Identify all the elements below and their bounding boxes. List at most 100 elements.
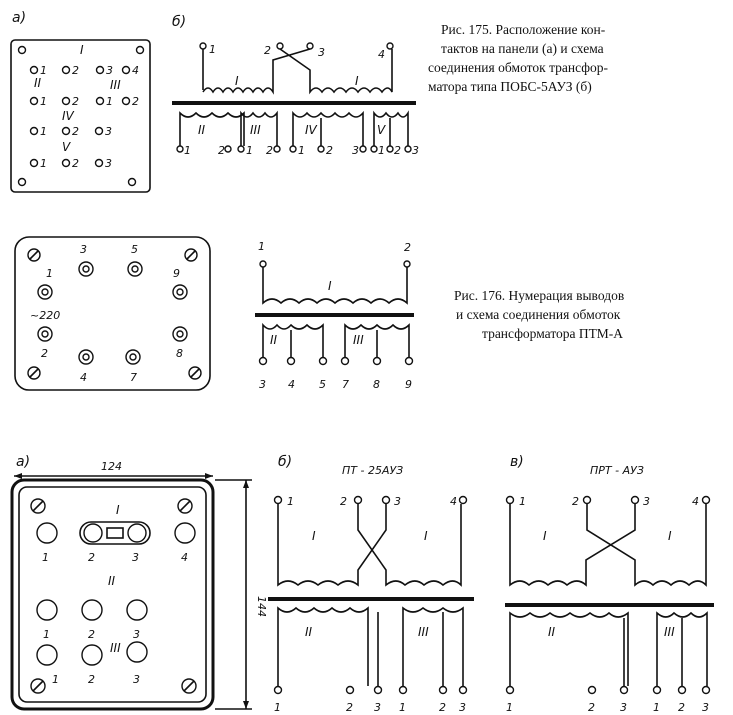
mount-hole — [135, 45, 145, 55]
contact-pin — [36, 644, 58, 666]
winding-label: II — [34, 76, 42, 90]
caption-line: Рис. 175. Расположение кон- — [441, 22, 606, 37]
pin-number: 2 — [72, 95, 79, 108]
terminal — [458, 495, 468, 505]
contact-pin — [121, 96, 131, 106]
terminal-number: 2 — [572, 495, 579, 508]
terminal-number: 5 — [319, 378, 326, 391]
pin-number: 1 — [40, 64, 47, 77]
fig175-schematic: б) 1 2 3 4 I I II III IV V 1 — [172, 14, 419, 157]
corner-screw — [27, 248, 41, 262]
caption-line: соединения обмоток трансфор- — [428, 60, 609, 75]
terminal-number: 4 — [288, 378, 295, 391]
terminal-nut — [127, 261, 143, 277]
voltage-label: ~220 — [30, 309, 60, 322]
contact-pin — [61, 158, 71, 168]
winding-label: I — [235, 74, 239, 88]
contact-pin — [94, 158, 104, 168]
terminal — [403, 260, 411, 268]
secondary-winding-V — [373, 110, 409, 146]
terminal-number: 4 — [692, 495, 699, 508]
terminal — [259, 260, 267, 268]
winding-label: I — [116, 503, 120, 517]
terminal-number: 1 — [378, 144, 385, 157]
fig177-schematic-c: в) ПРТ - АУЗ 1 2 3 4 I I II III 1 2 3 1 … — [505, 454, 714, 714]
pin-number: 1 — [42, 551, 49, 564]
terminal-number: 1 — [653, 701, 660, 714]
terminal — [652, 685, 662, 695]
terminal-number: 2 — [266, 144, 273, 157]
terminal — [458, 685, 468, 695]
fig177-schematic-b: б) ПТ - 25АУЗ 1 2 3 4 I I II III 1 2 3 1… — [268, 454, 474, 714]
terminal — [370, 145, 378, 153]
terminal-number: 1 — [287, 495, 294, 508]
winding-label: I — [80, 43, 84, 57]
secondary-winding-IV — [292, 110, 364, 146]
contact-pin — [29, 96, 39, 106]
terminal-number: 3 — [318, 46, 325, 59]
terminal-nut — [172, 326, 188, 342]
contact-pin — [83, 523, 103, 543]
pin-number: 2 — [72, 125, 79, 138]
pin-number: 3 — [133, 673, 140, 686]
winding-label: I — [424, 529, 428, 543]
terminal-number: 1 — [298, 144, 305, 157]
pin-number: 3 — [105, 157, 112, 170]
terminal-number: 3 — [374, 701, 381, 714]
terminal — [224, 145, 232, 153]
corner-screw — [188, 366, 202, 380]
fig175-label-b: б) — [172, 14, 186, 30]
contact-pin — [94, 126, 104, 136]
schematic-title: ПТ - 25АУЗ — [342, 464, 403, 477]
pin-number: 3 — [105, 125, 112, 138]
winding-label: I — [328, 279, 332, 293]
terminal — [582, 495, 592, 505]
terminal-number: 3 — [259, 378, 266, 391]
pin-number: 1 — [40, 125, 47, 138]
terminal-number: 3 — [459, 701, 466, 714]
fig175-panel: а) I 1 II 2 3 4 III 1 2 1 2 IV 1 — [10, 10, 151, 193]
terminal — [505, 685, 515, 695]
terminal-number: 2 — [340, 495, 347, 508]
terminal-number: 2 — [394, 144, 401, 157]
fig177-label-c: в) — [510, 454, 524, 470]
contact-pin — [61, 96, 71, 106]
terminal-number: 1 — [209, 43, 216, 56]
secondary-winding-III — [344, 323, 410, 357]
terminal — [289, 145, 297, 153]
corner-screw — [30, 678, 46, 694]
terminal — [677, 685, 687, 695]
terminal-number: 9 — [405, 378, 412, 391]
fig177-panel-inner — [18, 486, 207, 703]
terminal — [438, 685, 448, 695]
contact-pin — [36, 522, 58, 544]
terminal-nut — [37, 326, 53, 342]
pin-number: 1 — [46, 267, 53, 280]
primary-winding-I — [262, 267, 408, 305]
terminal-number: 2 — [346, 701, 353, 714]
dimension-height: 144 — [255, 596, 268, 617]
pin-number: 2 — [72, 157, 79, 170]
contact-pin — [29, 126, 39, 136]
terminal-number: 1 — [519, 495, 526, 508]
schematic-title: ПРТ - АУЗ — [590, 464, 644, 477]
winding-label: V — [377, 123, 386, 137]
terminal — [317, 145, 325, 153]
terminal-number: 1 — [184, 144, 191, 157]
terminal-number: 2 — [678, 701, 685, 714]
pin-number: 1 — [40, 95, 47, 108]
secondary-winding-II — [509, 611, 629, 686]
terminal — [372, 356, 382, 366]
caption-line: Рис. 176. Нумерация выводов — [454, 288, 624, 303]
pin-number: 4 — [132, 64, 139, 77]
terminal — [701, 495, 711, 505]
secondary-winding-III — [402, 606, 464, 686]
fig176-caption: Рис. 176. Нумерация выводов и схема соед… — [454, 288, 624, 341]
terminal — [398, 685, 408, 695]
fig177-panel-outer — [10, 478, 215, 711]
pin-number: 3 — [132, 551, 139, 564]
terminal — [587, 685, 597, 695]
caption-line: тактов на панели (а) и схема — [441, 41, 604, 56]
terminal — [306, 42, 314, 50]
pin-number: 1 — [52, 673, 59, 686]
